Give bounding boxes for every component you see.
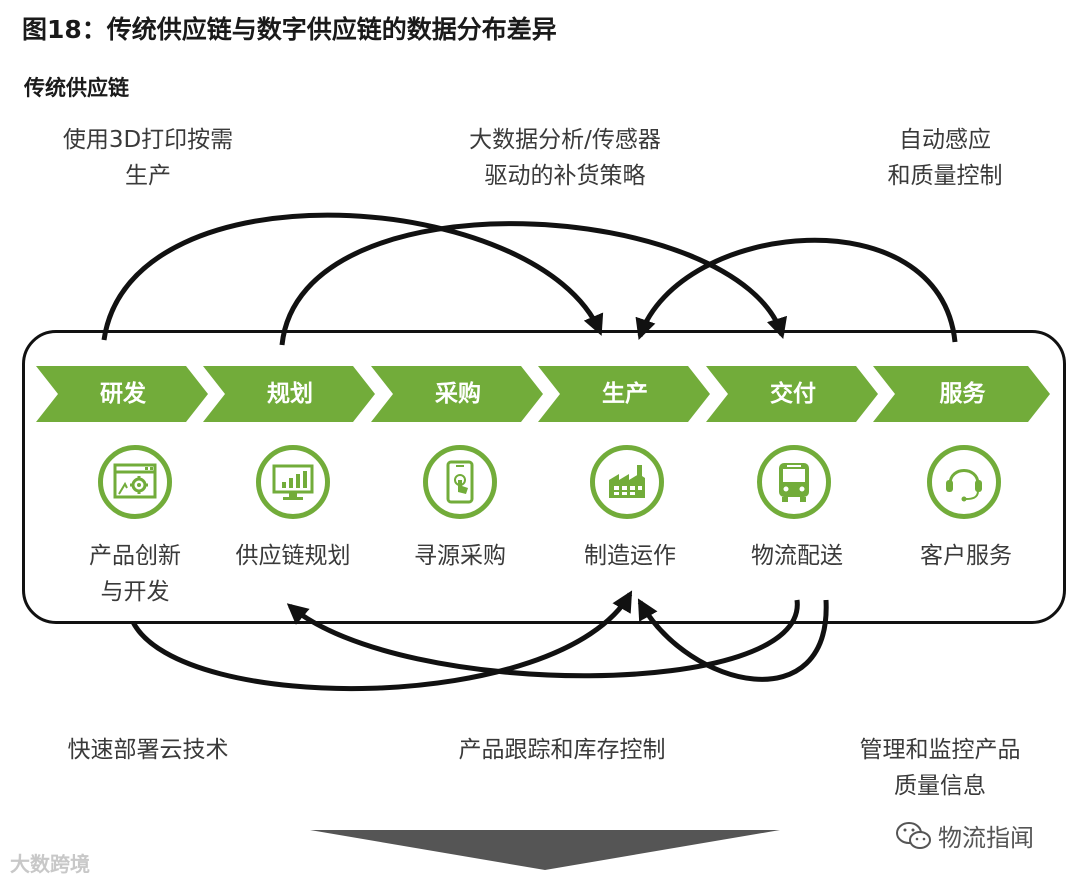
arc-rd-to-production	[101, 212, 604, 341]
bus-icon	[757, 445, 831, 519]
chevron-service	[873, 366, 1050, 422]
top-annotation-auto-sensing: 自动感应 和质量控制	[887, 127, 1003, 189]
browser-gear-icon	[98, 445, 172, 519]
chevron-planning	[203, 366, 375, 422]
arc-planning-to-delivery	[279, 221, 787, 346]
chevron-procurement	[371, 366, 543, 422]
chevron-label-delivery: 交付	[770, 381, 816, 407]
factory-icon	[590, 445, 664, 519]
wechat-icon	[895, 820, 933, 856]
headset-icon	[927, 445, 1001, 519]
supply-chain-frame	[22, 330, 1066, 624]
smartphone-touch-icon	[423, 445, 497, 519]
stage-label-planning: 供应链规划	[235, 543, 351, 569]
top-annotation-big-data: 大数据分析/传感器 驱动的补货策略	[469, 127, 661, 189]
chevron-production	[538, 366, 710, 422]
chevron-label-planning: 规划	[267, 381, 313, 407]
arc-service-to-production	[635, 237, 958, 343]
stage-label-service: 客户服务	[920, 543, 1012, 569]
chevron-delivery	[706, 366, 878, 422]
chevron-label-service: 服务	[939, 381, 986, 407]
stage-label-procurement: 寻源采购	[414, 543, 506, 569]
chevron-label-procurement: 采购	[435, 381, 481, 407]
stage-label-rd: 产品创新 与开发	[89, 543, 181, 605]
arc-delivery-to-production	[637, 598, 829, 682]
stage-label-delivery: 物流配送	[751, 543, 843, 569]
watermark-left: 大数跨境	[10, 852, 90, 876]
bottom-annotation-quality: 管理和监控产品 质量信息	[859, 737, 1021, 799]
chevron-label-rd: 研发	[100, 381, 146, 407]
section-subtitle: 传统供应链	[24, 76, 129, 100]
stage-label-production: 制造运作	[584, 543, 676, 569]
arc-delivery-to-planning	[286, 599, 800, 679]
monitor-chart-icon	[256, 445, 330, 519]
bottom-annotation-cloud: 快速部署云技术	[67, 737, 229, 763]
bottom-annotation-tracking: 产品跟踪和库存控制	[458, 737, 666, 763]
chevron-label-production: 生产	[602, 381, 648, 407]
watermark-right: 物流指闻	[938, 824, 1034, 852]
down-arrow-icon	[310, 830, 780, 870]
figure-title: 图18：传统供应链与数字供应链的数据分布差异	[22, 15, 557, 44]
top-annotation-3d-printing: 使用3D打印按需 生产	[62, 127, 234, 189]
chevron-rd	[36, 366, 208, 422]
arc-rd-to-production-bottom	[130, 590, 633, 692]
